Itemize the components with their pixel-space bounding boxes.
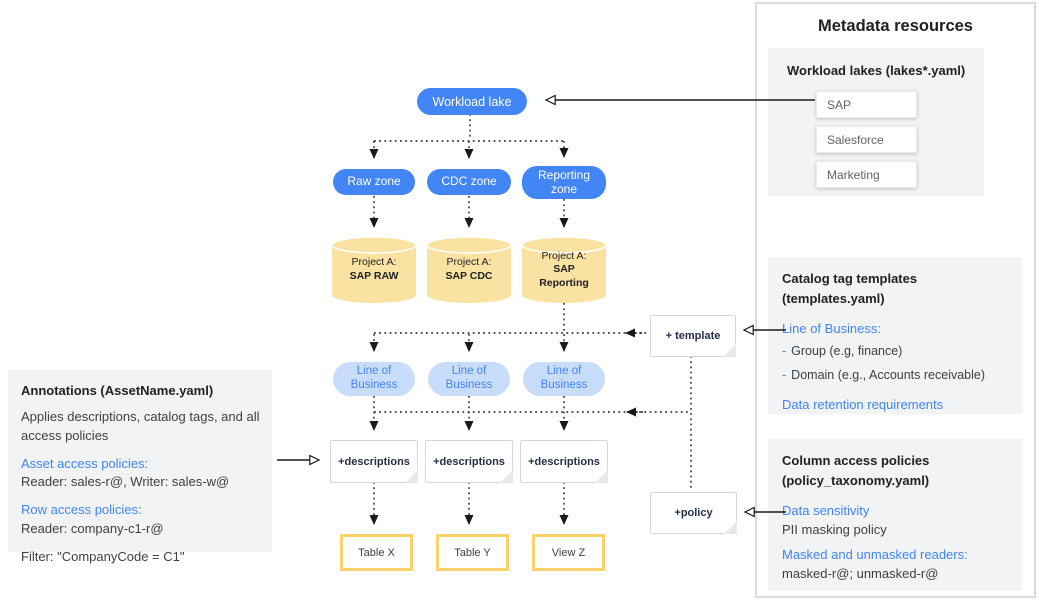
project-sap-raw-label: Project A: SAP RAW bbox=[334, 245, 414, 295]
view-z-node: View Z bbox=[532, 534, 605, 571]
lob-tag-2: Line of Business bbox=[428, 362, 510, 396]
lake-item-marketing: Marketing bbox=[816, 161, 917, 189]
template-item-domain-label: Domain (e.g., Accounts receivable) bbox=[791, 368, 986, 383]
template-item-group-label: Group (e.g, finance) bbox=[791, 344, 903, 359]
masked-readers-heading: Masked and unmasked readers: bbox=[782, 547, 968, 563]
asset-access-policies-value: Reader: sales-r@, Writer: sales-w@ bbox=[21, 474, 230, 490]
catalog-templates-section: Catalog tag templates (templates.yaml) L… bbox=[768, 257, 1022, 414]
project-name: SAP CDC bbox=[445, 270, 493, 282]
workload-lakes-title: Workload lakes (lakes*.yaml) bbox=[787, 63, 966, 78]
lob-tag-3: Line of Business bbox=[523, 362, 605, 396]
metadata-resources-title: Metadata resources bbox=[818, 17, 973, 35]
data-sensitivity-value: PII masking policy bbox=[782, 522, 887, 538]
reporting-zone-node: Reporting zone bbox=[522, 166, 606, 199]
descriptions-note-1: +descriptions bbox=[330, 440, 418, 483]
table-y-node: Table Y bbox=[436, 534, 509, 571]
project-sap-reporting-label: Project A: SAP Reporting bbox=[528, 243, 600, 297]
column-policies-title: Column access policies (policy_taxonomy.… bbox=[782, 453, 930, 489]
column-policies-section: Column access policies (policy_taxonomy.… bbox=[768, 439, 1022, 591]
template-note: + template bbox=[650, 315, 736, 357]
data-retention-heading: Data retention requirements bbox=[782, 396, 944, 412]
project-prefix: Project A: bbox=[446, 256, 492, 269]
asset-access-policies-heading: Asset access policies: bbox=[21, 455, 149, 471]
row-access-policies-value: Reader: company-c1-r@ bbox=[21, 521, 164, 537]
workload-lake-node: Workload lake bbox=[417, 88, 527, 115]
project-name: SAP Reporting bbox=[539, 263, 589, 289]
lob-heading: Line of Business: bbox=[782, 321, 882, 337]
filter-value: Filter: "CompanyCode = C1" bbox=[21, 548, 185, 564]
template-item-domain: -Domain (e.g., Accounts receivable) bbox=[782, 366, 1008, 384]
bullet-dash: - bbox=[782, 368, 787, 383]
annotations-description: Applies descriptions, catalog tags, and … bbox=[21, 408, 260, 443]
project-name: SAP RAW bbox=[349, 270, 399, 282]
metadata-resources-panel: Metadata resources Workload lakes (lakes… bbox=[755, 2, 1036, 598]
project-prefix: Project A: bbox=[351, 256, 397, 269]
descriptions-note-3: +descriptions bbox=[520, 440, 608, 483]
lake-item-sap: SAP bbox=[816, 91, 917, 119]
project-prefix: Project A: bbox=[541, 249, 587, 262]
catalog-templates-title: Catalog tag templates (templates.yaml) bbox=[782, 271, 918, 307]
data-sensitivity-heading: Data sensitivity bbox=[782, 503, 870, 519]
cdc-zone-node: CDC zone bbox=[427, 169, 511, 195]
annotations-title: Annotations (AssetName.yaml) bbox=[21, 383, 214, 398]
masked-readers-value: masked-r@; unmasked-r@ bbox=[782, 566, 939, 582]
policy-note: +policy bbox=[650, 492, 737, 534]
lake-item-salesforce: Salesforce bbox=[816, 126, 917, 154]
row-access-policies-heading: Row access policies: bbox=[21, 502, 142, 518]
annotations-panel: Annotations (AssetName.yaml) Applies des… bbox=[8, 370, 272, 564]
lob-tag-1: Line of Business bbox=[333, 362, 415, 396]
workload-lakes-section: Workload lakes (lakes*.yaml) SAP Salesfo… bbox=[768, 48, 984, 196]
project-sap-cdc-label: Project A: SAP CDC bbox=[429, 245, 509, 295]
bullet-dash: - bbox=[782, 344, 787, 359]
template-item-group: -Group (e.g, finance) bbox=[782, 342, 1008, 360]
descriptions-note-2: +descriptions bbox=[425, 440, 513, 483]
table-x-node: Table X bbox=[340, 534, 413, 571]
raw-zone-node: Raw zone bbox=[333, 169, 415, 195]
